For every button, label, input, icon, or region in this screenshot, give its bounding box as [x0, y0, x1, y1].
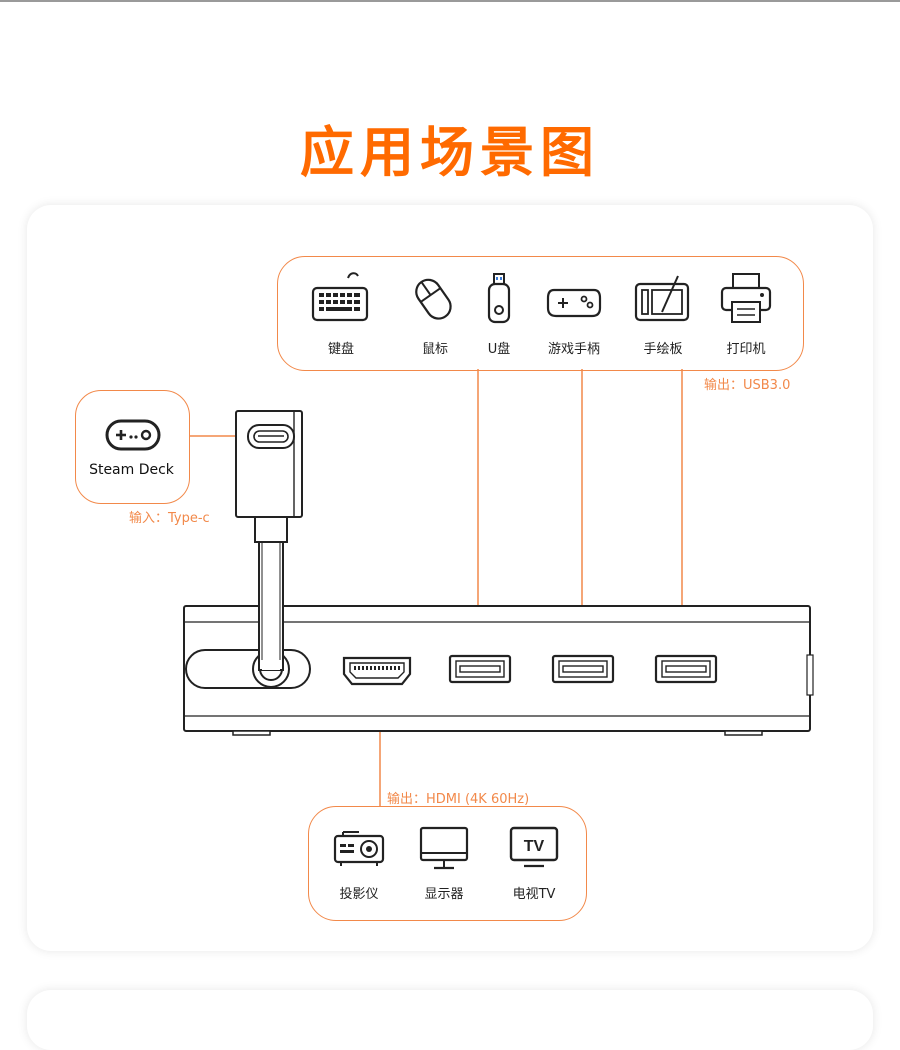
hdmi-port	[342, 656, 412, 686]
tv-icon: TV	[489, 822, 579, 872]
mouse-label: 鼠标	[421, 342, 448, 357]
mouse-icon	[389, 272, 479, 324]
printer-label: 打印机	[726, 342, 766, 357]
hdmi-output-note: 输出：HDMI (4K 60Hz)	[387, 792, 530, 807]
svg-text:TV: TV	[524, 838, 545, 855]
top-divider	[0, 0, 900, 2]
usb-a-port-1	[448, 654, 512, 684]
video-output-group	[308, 806, 587, 921]
typec-input-note: 输入：Type-c	[129, 511, 210, 526]
monitor-label: 显示器	[424, 887, 464, 902]
steam-deck-box	[75, 390, 190, 504]
typec-cable	[185, 410, 311, 689]
usb-device-group	[277, 256, 804, 371]
usb-drive-label: U盘	[487, 342, 511, 357]
keyboard-icon	[295, 272, 385, 324]
printer-icon	[701, 272, 791, 324]
usb-a-port-3	[654, 654, 718, 684]
gamepad-icon	[529, 272, 619, 324]
hub-diagram	[183, 369, 814, 806]
usb-drive-icon	[454, 272, 544, 324]
monitor-icon	[399, 822, 489, 872]
usb-a-port-2	[551, 654, 615, 684]
steam-deck-icon	[104, 418, 162, 456]
usb-output-note: 输出：USB3.0	[704, 378, 791, 393]
drawing-tablet-icon	[617, 272, 707, 324]
tv-label: 电视TV	[512, 887, 556, 902]
keyboard-label: 键盘	[327, 342, 354, 357]
projector-label: 投影仪	[339, 887, 379, 902]
gamepad-label: 游戏手柄	[547, 342, 600, 357]
page-title: 应用场景图	[300, 121, 600, 184]
drawing-tablet-label: 手绘板	[643, 342, 683, 357]
steam-deck-label: Steam Deck	[89, 462, 174, 478]
projector-icon	[314, 822, 404, 872]
